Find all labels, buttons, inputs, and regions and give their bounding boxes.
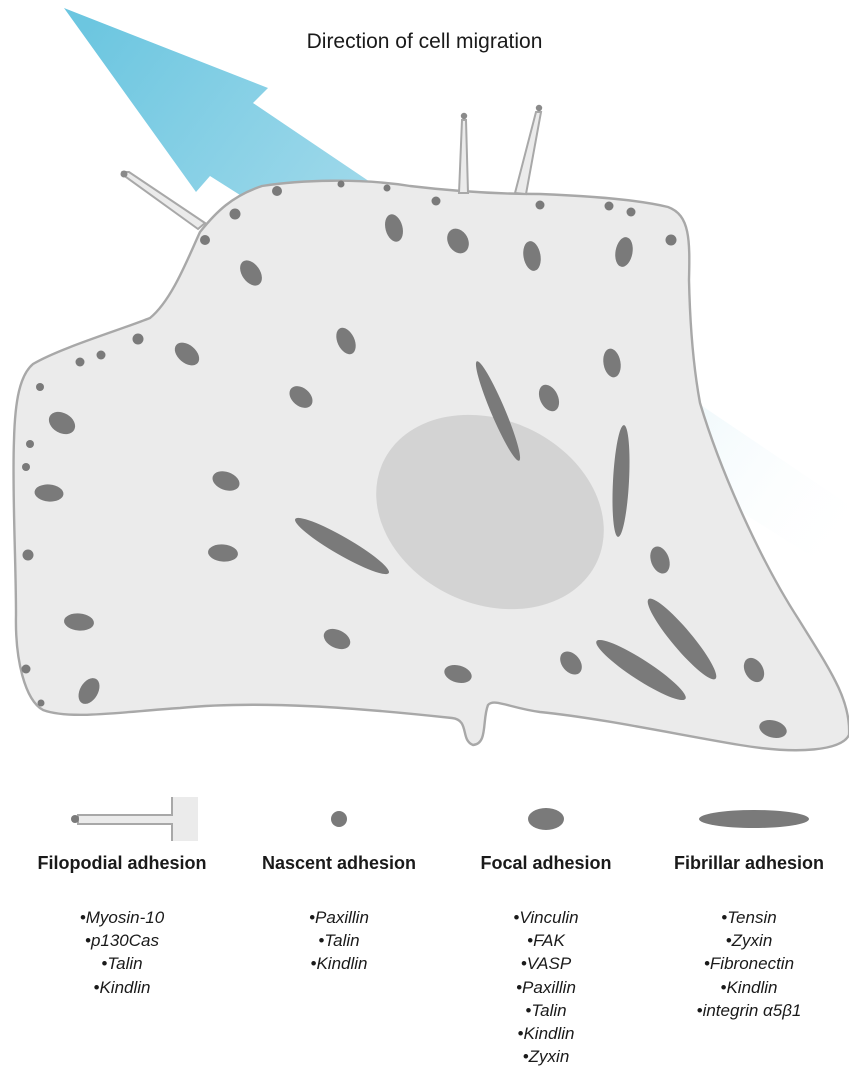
filopodium-tip	[536, 105, 542, 111]
filopodium-tip	[121, 171, 128, 178]
protein-item: VASP	[446, 952, 646, 975]
focal-protein-list: Vinculin FAK VASP Paxillin Talin Kindlin…	[446, 906, 646, 1068]
protein-item: Tensin	[652, 906, 846, 929]
nascent-adhesion	[230, 209, 241, 220]
nascent-adhesion	[627, 208, 636, 217]
diagram-title: Direction of cell migration	[0, 30, 849, 54]
protein-item: Kindlin	[446, 1022, 646, 1045]
nascent-adhesion	[26, 440, 34, 448]
protein-item: Zyxin	[446, 1045, 646, 1068]
focal-adhesion-title: Focal adhesion	[446, 853, 646, 874]
nascent-adhesion	[536, 201, 545, 210]
protein-item: Talin	[10, 952, 234, 975]
nascent-adhesion	[384, 185, 391, 192]
nascent-adhesion	[272, 186, 282, 196]
oval-icon	[528, 808, 564, 830]
protein-item: Talin	[446, 999, 646, 1022]
filopodium	[459, 120, 468, 193]
filopodium	[515, 112, 541, 194]
nascent-adhesion	[22, 665, 31, 674]
elongated-oval-icon	[699, 810, 809, 828]
protein-item: FAK	[446, 929, 646, 952]
nascent-adhesion	[38, 700, 45, 707]
protein-item: Paxillin	[236, 906, 442, 929]
nascent-adhesion	[432, 197, 441, 206]
nascent-adhesion	[97, 351, 106, 360]
filopodium-tip	[461, 113, 467, 119]
protein-item: Zyxin	[652, 929, 846, 952]
nascent-protein-list: Paxillin Talin Kindlin	[236, 906, 442, 976]
nascent-adhesion	[23, 550, 34, 561]
small-dot-icon	[331, 811, 347, 827]
nascent-adhesion-title: Nascent adhesion	[236, 853, 442, 874]
fibrillar-protein-list: Tensin Zyxin Fibronectin Kindlin integri…	[652, 906, 846, 1022]
protein-item: Myosin-10	[10, 906, 234, 929]
protein-item: Kindlin	[236, 952, 442, 975]
filopodium-icon	[71, 797, 198, 841]
protein-item: Kindlin	[652, 976, 846, 999]
nascent-adhesion	[666, 235, 677, 246]
filopodial-adhesion-title: Filopodial adhesion	[10, 853, 234, 874]
protein-item: Talin	[236, 929, 442, 952]
nascent-adhesion	[200, 235, 210, 245]
nascent-adhesion	[76, 358, 85, 367]
nascent-adhesion	[605, 202, 614, 211]
filopodial-protein-list: Myosin-10 p130Cas Talin Kindlin	[10, 906, 234, 999]
protein-item: integrin α5β1	[652, 999, 846, 1022]
nascent-adhesion	[22, 463, 30, 471]
protein-item: Vinculin	[446, 906, 646, 929]
protein-item: Kindlin	[10, 976, 234, 999]
fibrillar-adhesion-title: Fibrillar adhesion	[652, 853, 846, 874]
nascent-adhesion	[36, 383, 44, 391]
protein-item: Paxillin	[446, 976, 646, 999]
protein-item: p130Cas	[10, 929, 234, 952]
nascent-adhesion	[338, 181, 345, 188]
protein-item: Fibronectin	[652, 952, 846, 975]
nascent-adhesion	[133, 334, 144, 345]
